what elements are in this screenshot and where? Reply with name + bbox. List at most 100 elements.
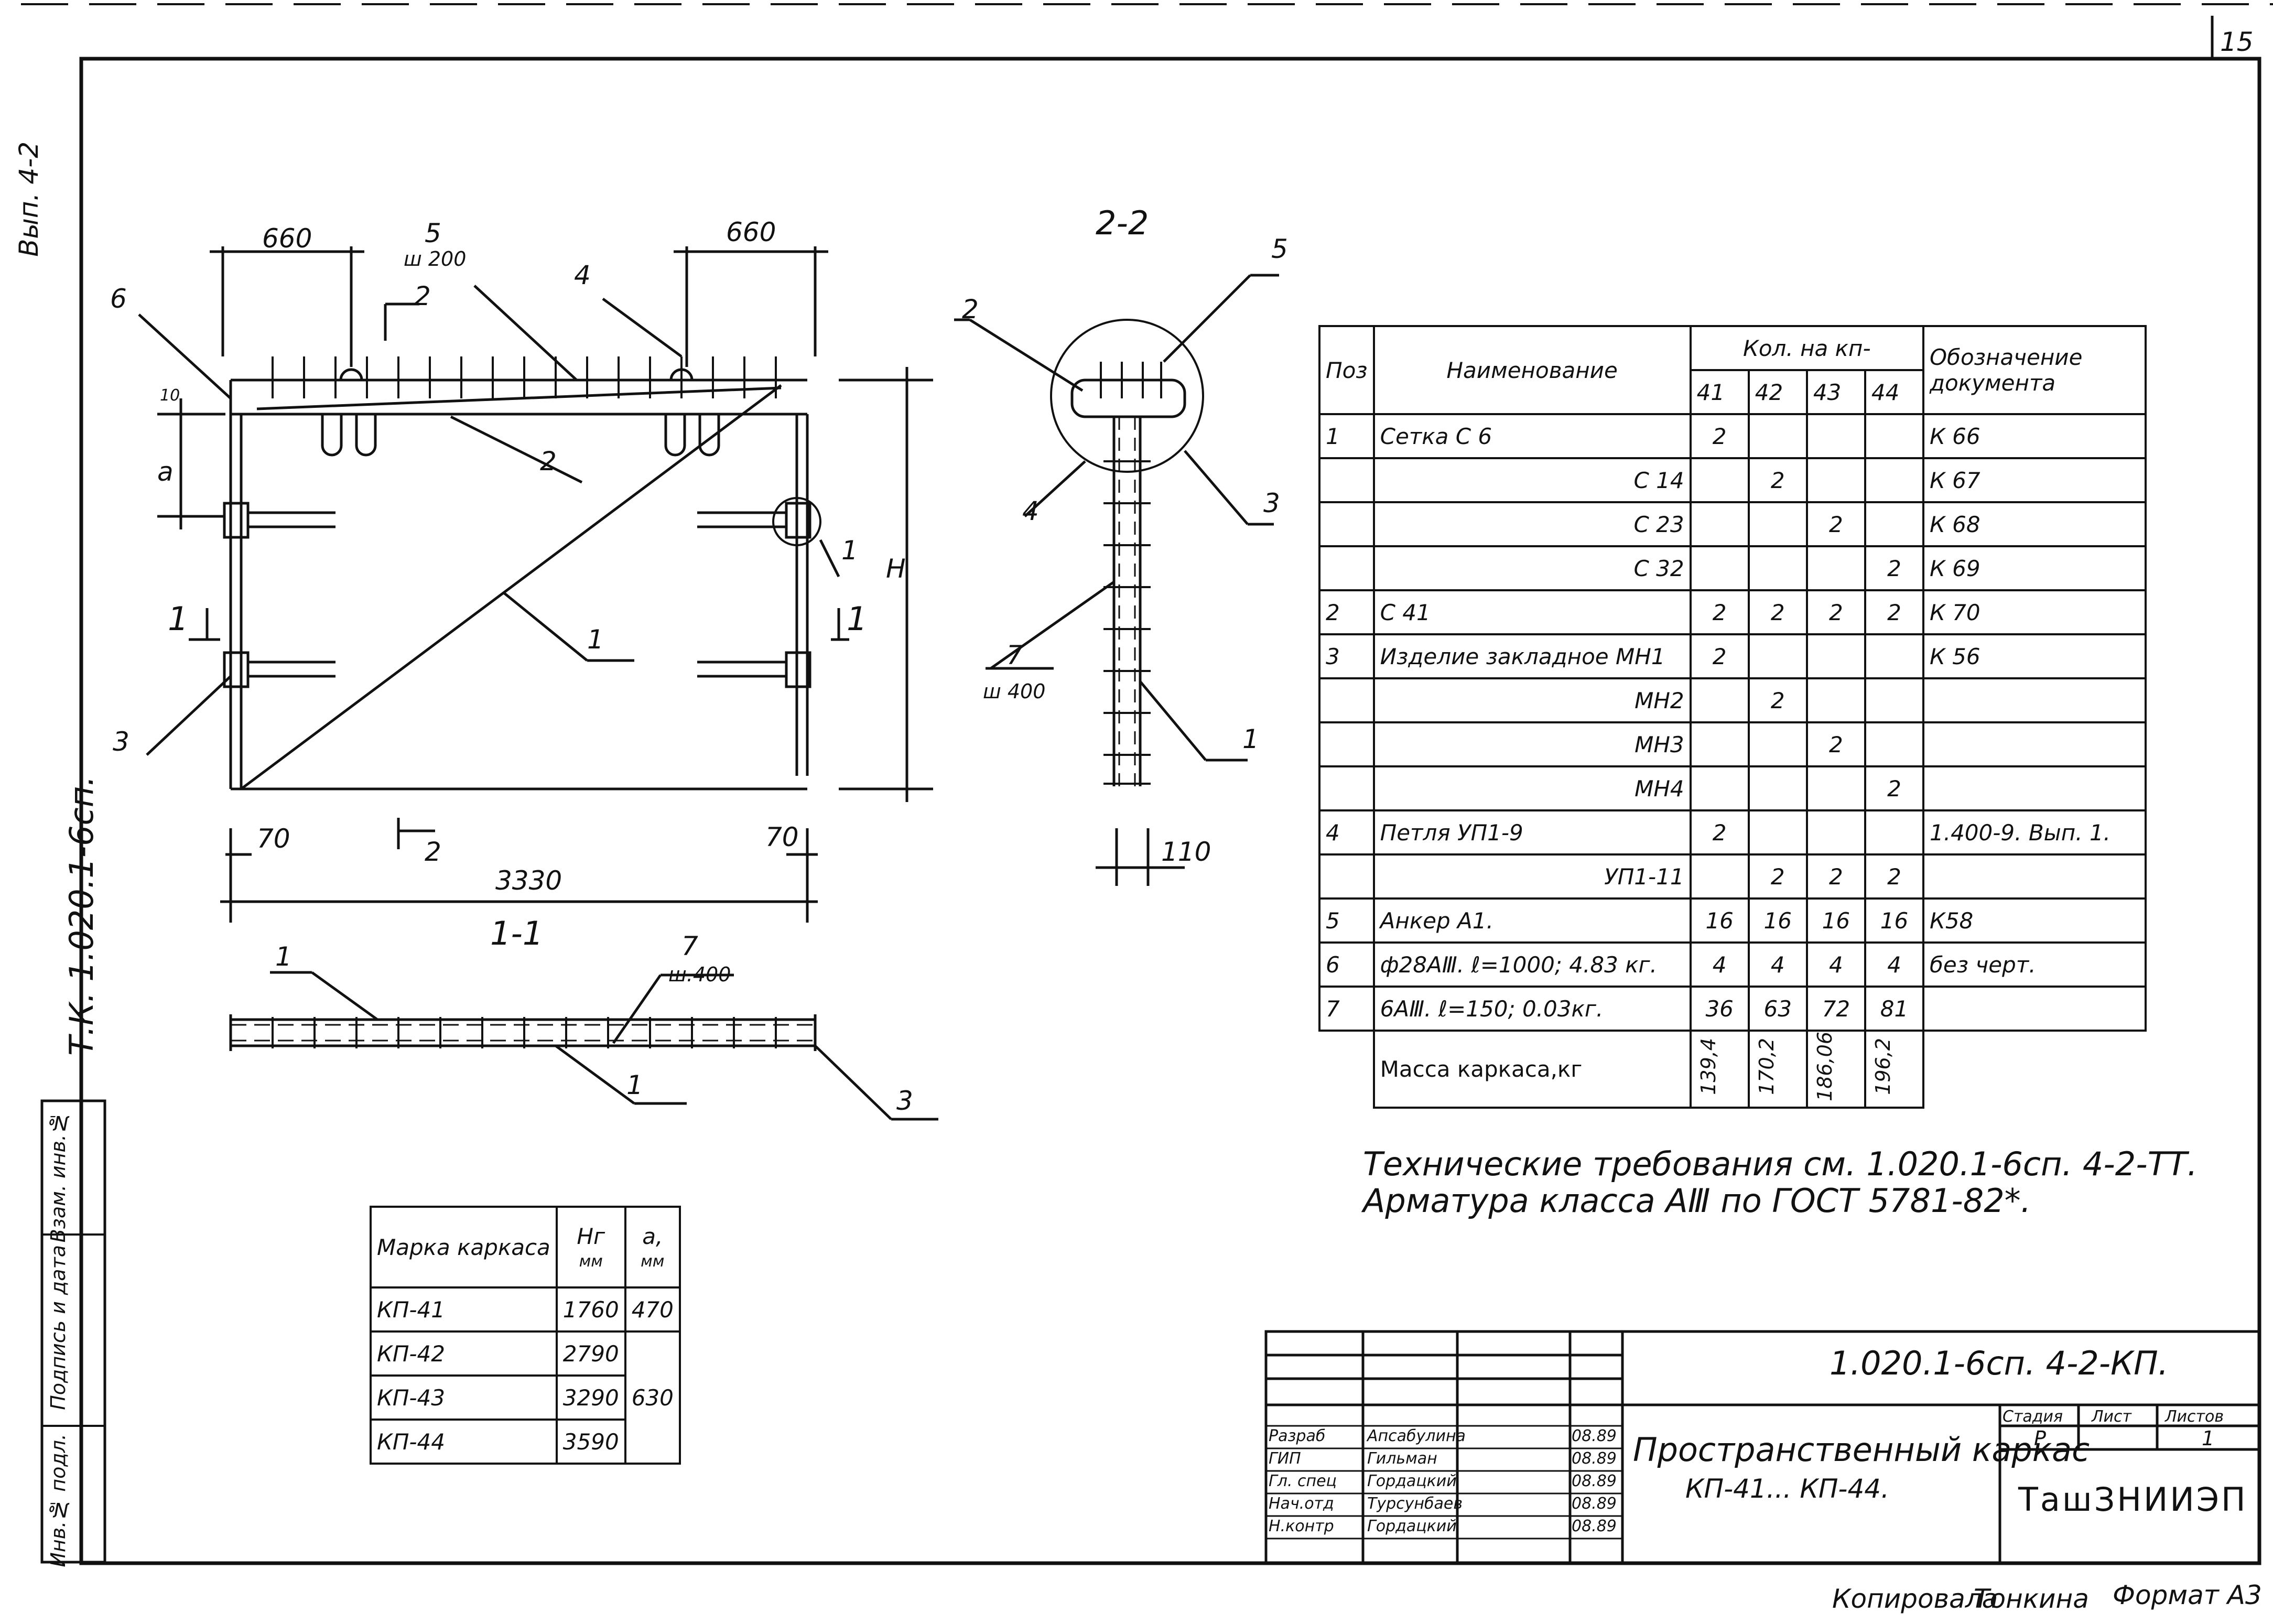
copied-by: Копировала [1832,1584,1998,1614]
leader-4: 4 [574,260,591,290]
spec-cell-42: 16 [1747,897,1808,944]
leader-3-sec22: 3 [1263,488,1280,518]
spec-cell-name: МН4 [1372,765,1692,811]
mark-row-1: КП-41 [370,1286,558,1333]
mark-row-4: КП-44 [370,1419,558,1465]
spec-cell-pos [1318,457,1375,503]
spec-cell-41: 4 [1689,941,1750,988]
spec-cell-doc: К58 [1922,897,2147,944]
spec-cell-43 [1805,677,1866,723]
spec-cell-pos [1318,853,1375,900]
sheet-label: Лист [2092,1408,2132,1426]
tb-name: Гордацкий [1367,1517,1457,1535]
spec-cell-42 [1747,633,1808,679]
mark-h-3: 3290 [555,1374,626,1421]
leader-7-sec22: 7 [1006,640,1023,670]
spec-cell-name: С 41 [1372,589,1692,635]
spec-header-43: 43 [1805,369,1866,415]
spec-cell-pos: 4 [1318,809,1375,856]
spec-cell-44 [1864,413,1925,459]
spec-cell-41: 16 [1689,897,1750,944]
spec-cell-41 [1689,457,1750,503]
spec-cell-doc [1922,765,2147,811]
tb-date: 08.89 [1572,1517,1617,1535]
spec-cell-42 [1747,809,1808,856]
spec-cell-43: 2 [1805,721,1866,767]
leader-3-elev: 3 [113,727,129,757]
spec-cell-doc [1922,986,2147,1032]
mark-table: Марка каркаса Нг мм а, мм КП-41 1760 470… [370,1206,681,1465]
spec-cell-42: 2 [1747,853,1808,900]
spec-mass-doc-blank [1922,1030,2146,1108]
stage-label: Стадия [2003,1408,2063,1426]
spec-cell-name: Петля УП1-9 [1372,809,1692,856]
spec-cell-doc: К 68 [1922,501,2147,547]
note-line-1: Технические требования см. 1.020.1-6сп. … [1363,1145,2198,1183]
spec-cell-41: 2 [1689,589,1750,635]
spec-cell-41 [1689,501,1750,547]
spec-cell-44 [1864,809,1925,856]
mark-row-3: КП-43 [370,1374,558,1421]
leader-5: 5 [425,218,441,248]
spec-cell-44 [1864,457,1925,503]
spec-cell-41: 2 [1689,413,1750,459]
spec-cell-44: 2 [1864,765,1925,811]
spec-mass-43: 186,06 [1805,1030,1866,1109]
mark-h-1: 1760 [555,1286,626,1333]
spec-cell-43 [1805,413,1866,459]
tb-name: Гильман [1367,1449,1437,1468]
spec-cell-44 [1864,501,1925,547]
mark-h-2: 2790 [555,1330,626,1377]
leader-4-sec22: 4 [1022,496,1039,526]
spec-mass-41: 139,4 [1689,1030,1750,1109]
title-line-1: Пространственный каркас [1633,1431,2090,1469]
spec-row: МН4 2 [1318,765,2147,811]
spec-cell-42 [1747,501,1808,547]
cut-mark-1-right: 1 [847,600,868,638]
tb-role: Гл. спец [1269,1472,1337,1490]
spec-cell-pos [1318,545,1375,591]
tb-date: 08.89 [1572,1495,1617,1513]
tb-date: 08.89 [1572,1427,1617,1445]
spec-cell-42: 2 [1747,457,1808,503]
note-line-2: Арматура класса АⅢ по ГОСТ 5781-82*. [1363,1182,2031,1220]
tb-name: Апсабулина [1367,1427,1466,1445]
spec-cell-name: С 14 [1372,457,1692,503]
spec-cell-name: ф28АⅢ. ℓ=1000; 4.83 кг. [1372,941,1692,988]
dim-660-left: 660 [262,223,312,254]
spec-cell-41 [1689,721,1750,767]
tb-role: ГИП [1269,1449,1301,1468]
section-1-1-title: 1-1 [490,914,544,952]
spec-header-pos: Поз [1318,325,1375,415]
mark-header-a-label: а, [642,1224,663,1250]
mark-row-2: КП-42 [370,1330,558,1377]
spec-cell-42: 63 [1747,986,1808,1032]
dim-step-400: ш 400 [983,680,1046,703]
mark-header-a-unit: мм [641,1252,665,1271]
spec-cell-name: С 32 [1372,545,1692,591]
spec-cell-43 [1805,765,1866,811]
spec-cell-42 [1747,413,1808,459]
spec-cell-name: Анкер А1. [1372,897,1692,944]
tb-role: Нач.отд [1269,1495,1334,1513]
spec-cell-41: 2 [1689,633,1750,679]
section-2-2-title: 2-2 [1096,204,1149,242]
spec-cell-name: С 23 [1372,501,1692,547]
tb-date: 08.89 [1572,1472,1617,1490]
mark-header-h: Нг мм [555,1206,626,1289]
spec-cell-doc: К 69 [1922,545,2147,591]
spec-cell-41 [1689,545,1750,591]
spec-cell-44: 81 [1864,986,1925,1032]
spec-cell-name: Изделие закладное МН1 [1372,633,1692,679]
